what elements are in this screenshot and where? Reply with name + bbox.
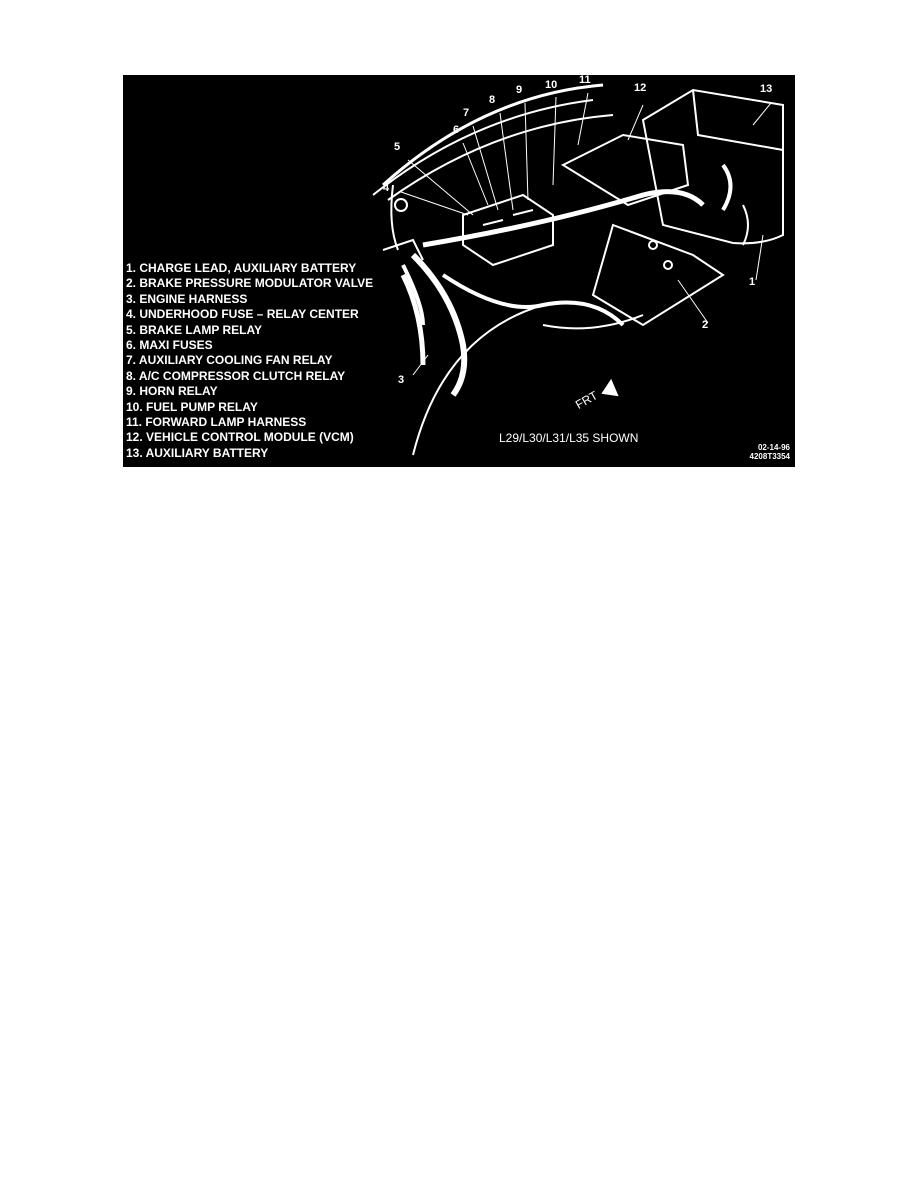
legend-item: 3. ENGINE HARNESS [126,291,248,306]
engine-compartment-diagram: 13 12 11 10 9 8 7 6 5 4 3 2 1 1. CHARGE … [123,75,795,467]
callout-3: 3 [398,374,405,386]
legend-item: 1. CHARGE LEAD, AUXILIARY BATTERY [126,261,357,275]
callout-10: 10 [545,79,558,91]
callout-13: 13 [760,83,773,95]
date-code: 02-14-96 [757,443,790,452]
callout-8: 8 [489,94,496,106]
callout-7: 7 [463,107,470,119]
callout-5: 5 [394,141,401,153]
diagram-line-art [372,83,784,456]
callout-9: 9 [516,84,523,96]
legend-item: 5. BRAKE LAMP RELAY [126,322,263,337]
callout-12: 12 [634,82,647,94]
callout-4: 4 [383,182,390,194]
callout-2: 2 [702,319,709,331]
legend-item: 13. AUXILIARY BATTERY [126,445,269,460]
legend-item: 4. UNDERHOOD FUSE – RELAY CENTER [126,307,359,322]
legend-item: 8. A/C COMPRESSOR CLUTCH RELAY [126,368,346,383]
legend-item: 9. HORN RELAY [126,384,218,399]
legend-item: 7. AUXILIARY COOLING FAN RELAY [126,353,333,368]
callout-11: 11 [579,75,591,86]
callout-6: 6 [453,124,460,136]
legend-item: 6. MAXI FUSES [126,338,213,353]
legend-item: 2. BRAKE PRESSURE MODULATOR VALVE [126,276,374,291]
figure-code: 4208T3354 [749,452,790,461]
legend-item: 12. VEHICLE CONTROL MODULE (VCM) [126,430,354,445]
legend-item: 11. FORWARD LAMP HARNESS [126,415,307,430]
shown-note: L29/L30/L31/L35 SHOWN [499,431,639,445]
parts-legend: 1. CHARGE LEAD, AUXILIARY BATTERY 2. BRA… [126,261,373,461]
legend-item: 10. FUEL PUMP RELAY [126,399,258,414]
callout-1: 1 [749,276,756,288]
